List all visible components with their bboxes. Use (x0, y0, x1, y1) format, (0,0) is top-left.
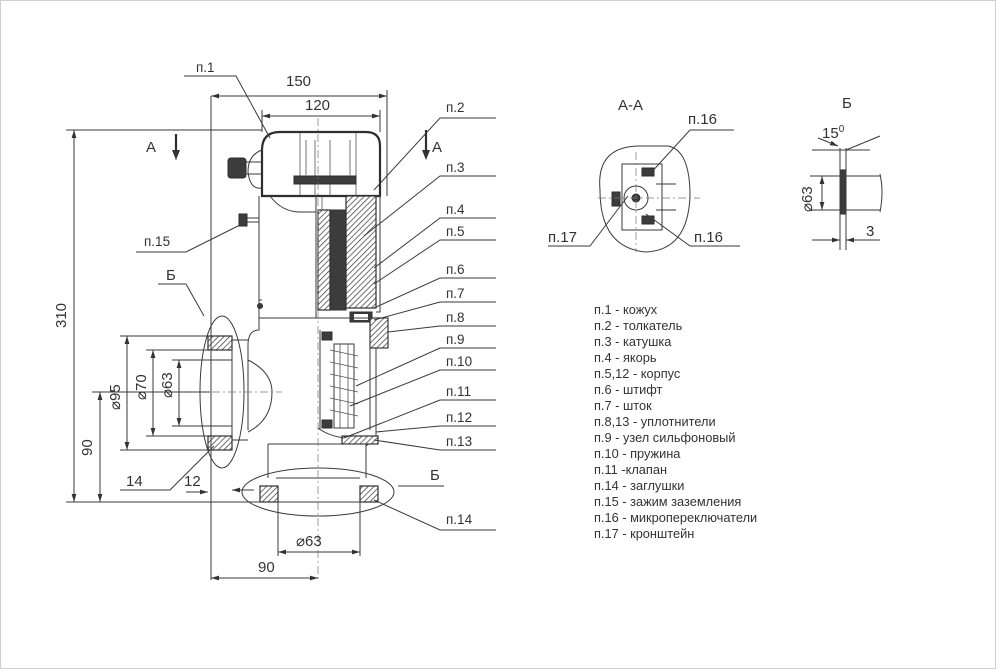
legend-item: п.8,13 - уплотнители (594, 414, 716, 429)
leader-p17: п.17 (548, 229, 577, 246)
leader-p12: п.12 (446, 410, 472, 425)
legend-item: п.15 - зажим заземления (594, 494, 742, 509)
dim-dia-63-side: ⌀63 (159, 372, 176, 398)
dim-12: 12 (184, 473, 201, 490)
legend-item: п.11 -клапан (594, 462, 668, 477)
valve-assembly (196, 118, 395, 580)
leader-p16-top: п.16 (688, 111, 717, 128)
legend-item: п.7 - шток (594, 398, 652, 413)
dim-150: 150 (286, 73, 311, 90)
section-aa-title: А-А (618, 97, 643, 114)
dim-dia-70: ⌀70 (133, 374, 150, 400)
dim-310: 310 (53, 303, 70, 328)
dim-90-horizontal: 90 (258, 559, 275, 576)
leader-p11: п.11 (446, 384, 471, 399)
leader-p15: п.15 (144, 234, 170, 249)
section-a-left: А (146, 139, 156, 156)
section-b-right: Б (430, 467, 440, 484)
leader-p13: п.13 (446, 434, 472, 449)
leader-lines (120, 75, 496, 531)
leader-p10: п.10 (446, 354, 472, 369)
section-aa (548, 129, 740, 253)
legend-item: п.10 - пружина (594, 446, 681, 461)
legend-item: п.4 - якорь (594, 350, 657, 365)
leader-p8: п.8 (446, 310, 465, 325)
detail-dim-3: 3 (866, 223, 874, 240)
dimension-lines (66, 90, 430, 581)
leader-p1: п.1 (196, 60, 215, 75)
legend-item: п.2 - толкатель (594, 318, 683, 333)
section-a-right: А (432, 139, 442, 156)
dim-14: 14 (126, 473, 143, 490)
legend-item: п.9 - узел сильфоновый (594, 430, 736, 445)
dim-90-vertical: 90 (79, 439, 96, 456)
leader-p4: п.4 (446, 202, 465, 217)
detail-dia-63: ⌀63 (799, 186, 816, 212)
legend-item: п.14 - заглушки (594, 478, 685, 493)
legend-item: п.6 - штифт (594, 382, 663, 397)
leader-p16-bottom: п.16 (694, 229, 723, 246)
leader-p6: п.6 (446, 262, 465, 277)
section-b-left: Б (166, 267, 176, 284)
legend-item: п.16 - микропереключатели (594, 510, 758, 525)
detail-angle-15: 150 (822, 124, 845, 142)
leader-p9: п.9 (446, 332, 465, 347)
detail-b (810, 135, 883, 250)
legend-item: п.17 - кронштейн (594, 526, 695, 541)
dim-dia-63-bottom: ⌀63 (296, 533, 322, 550)
drawing-text: 150 120 310 90 ⌀95 ⌀70 ⌀63 90 ⌀63 12 14 … (53, 60, 874, 576)
leader-p7: п.7 (446, 286, 465, 301)
leader-p3: п.3 (446, 160, 465, 175)
leader-p14: п.14 (446, 512, 473, 527)
legend-item: п.1 - кожух (594, 302, 658, 317)
leader-p5: п.5 (446, 224, 465, 239)
dim-120: 120 (305, 97, 330, 114)
dim-dia-95: ⌀95 (107, 384, 124, 410)
legend-item: п.3 - катушка (594, 334, 672, 349)
legend-item: п.5,12 - корпус (594, 366, 681, 381)
detail-b-title: Б (842, 95, 852, 112)
leader-p2: п.2 (446, 100, 465, 115)
